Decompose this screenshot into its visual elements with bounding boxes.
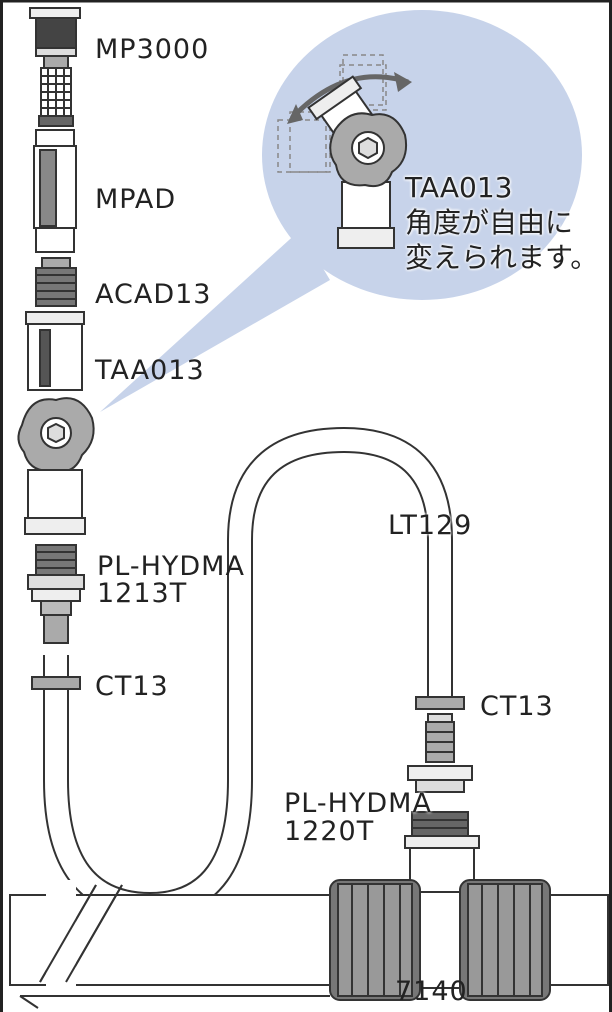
lt129-tube bbox=[43, 426, 453, 919]
label-ct13-right: CT13 bbox=[480, 691, 554, 722]
label-mpad: MPAD bbox=[95, 184, 177, 215]
pipe-7140-part bbox=[9, 835, 609, 1009]
label-mp3000: MP3000 bbox=[95, 34, 210, 65]
label-pipe-7140: 7140 bbox=[395, 976, 468, 1007]
label-ct13-left: CT13 bbox=[95, 671, 169, 702]
acad13-part bbox=[35, 257, 77, 307]
label-acad13: ACAD13 bbox=[95, 279, 212, 310]
pl-hydma-1213t-part bbox=[27, 544, 85, 644]
mp3000-part bbox=[29, 7, 81, 127]
callout-text: TAA013 角度が自由に 変えられます。 bbox=[405, 170, 598, 275]
label-taa013: TAA013 bbox=[95, 355, 205, 386]
rotation-arrow-head-left bbox=[287, 104, 303, 124]
pl-hydma-1220t-part bbox=[407, 713, 473, 837]
callout-line1: TAA013 bbox=[405, 171, 513, 204]
callout-line3: 変えられます。 bbox=[405, 241, 599, 274]
ct13-left-part bbox=[31, 676, 81, 690]
label-pl-hydma-1213t-line1: PL-HYDMA bbox=[97, 551, 245, 582]
label-lt129: LT129 bbox=[388, 510, 473, 541]
label-pl-hydma-1220t-line1: PL-HYDMA bbox=[284, 788, 432, 819]
ct13-right-part bbox=[415, 696, 465, 710]
rotation-arrow-head-right bbox=[394, 72, 412, 92]
mpad-part bbox=[33, 129, 77, 253]
taa013-part bbox=[17, 311, 95, 535]
bubble-valve bbox=[307, 75, 408, 249]
label-pl-hydma-1220t-line2: 1220T bbox=[284, 816, 375, 847]
callout-line2: 角度が自由に bbox=[405, 206, 574, 239]
label-pl-hydma-1213t-line2: 1213T bbox=[97, 578, 188, 609]
